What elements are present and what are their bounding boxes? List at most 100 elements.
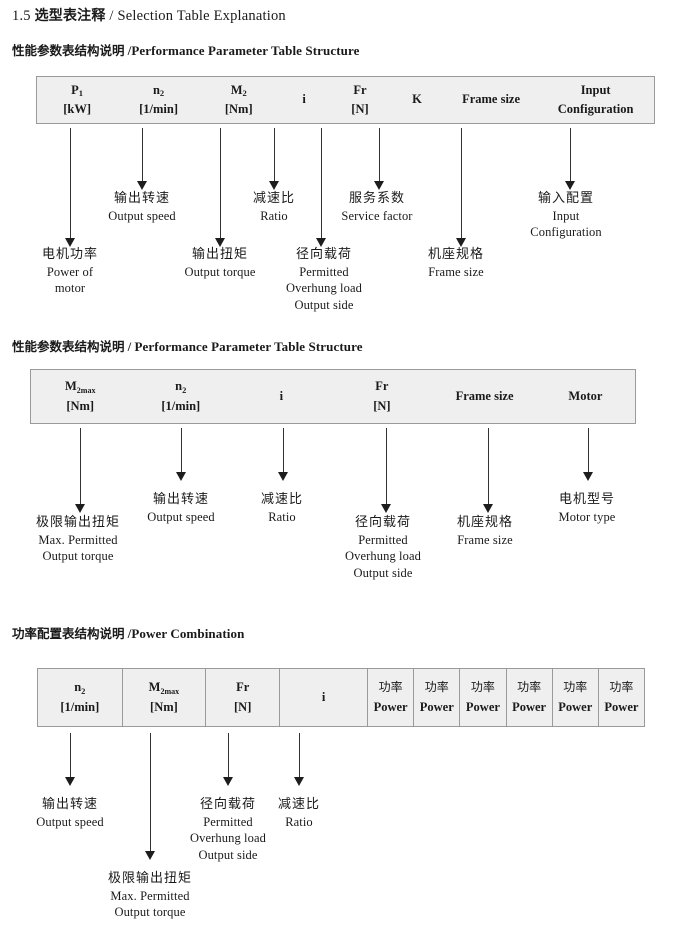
table-column-header: Fr [N] [205,669,279,726]
column-unit: [Nm] [224,102,253,116]
callout-cn: 极限输出扭矩 [107,871,193,886]
column-unit: Configuration [557,102,634,116]
table-column-header: i [278,77,331,123]
callout-en-line: Overhung load [286,281,362,296]
callout-cn: 减速比 [252,191,296,206]
callout-output-speed: 输出转速 Output speed [108,190,176,224]
callout-en-line: Permitted [299,264,349,279]
section-heading-3: 功率配置表结构说明 /Power Combination [12,623,244,642]
table-column-header: K [389,77,445,123]
column-unit: [kW] [63,102,91,116]
column-symbol: i [302,92,306,107]
callout-en-line: Output side [198,848,258,863]
callout-en-line: Service factor [341,208,413,223]
callout-en-line: Configuration [530,225,602,240]
callout-en-line: Output torque [42,549,114,564]
callout-en-line: Frame size [428,264,484,279]
column-unit: [Nm] [66,398,95,413]
table-column-header: 功率 Power [505,669,552,726]
column-symbol: 功率 [470,680,495,695]
callout-max-output-torque-3: 极限输出扭矩 Max. Permitted Output torque [108,870,192,921]
callout-cn: 机座规格 [456,515,514,530]
column-symbol: n2 [175,379,187,395]
section-heading-1: 性能参数表结构说明 /Performance Parameter Table S… [12,40,359,59]
callout-cn: 电机型号 [558,492,615,507]
column-unit: Power [465,699,500,714]
column-symbol: n2 [74,680,86,696]
column-symbol: K [412,92,422,107]
column-symbol: 功率 [378,680,403,695]
table-column-header: 功率 Power [597,669,644,726]
callout-ratio: 减速比 Ratio [253,190,295,224]
callout-en-line: Overhung load [190,831,266,846]
table-column-header: M2max [Nm] [31,370,129,423]
column-unit: Power [373,699,408,714]
table-column-header: n2 [1/min] [117,77,200,123]
callout-ratio-3: 减速比 Ratio [278,796,320,830]
column-symbol: Fr [375,379,389,394]
section-heading-2-cn: 性能参数表结构说明 [12,339,125,354]
callout-en-line: Output speed [147,509,215,524]
callout-cn: 输入配置 [537,191,594,206]
column-unit: [N] [234,699,252,714]
section-heading-2-en: Performance Parameter Table Structure [134,339,363,354]
table-column-header: Fr [N] [331,77,390,123]
column-symbol: Fr [353,82,367,97]
callout-cn: 减速比 [260,492,304,507]
column-symbol: Motor [568,388,603,403]
callout-en-line: motor [54,281,86,296]
table-column-header: Frame size [445,77,538,123]
callout-cn: 电机功率 [41,247,99,262]
column-unit: Power [604,699,639,714]
column-unit: Power [512,699,547,714]
callout-en-line: Permitted [203,814,253,829]
column-unit: [1/min] [161,398,201,413]
page-title-separator: / [109,8,114,24]
column-unit: [Nm] [150,699,178,714]
callout-en-line: Frame size [457,532,513,547]
column-symbol: n2 [152,82,165,99]
callout-max-output-torque: 极限输出扭矩 Max. Permitted Output torque [36,514,120,565]
table-column-header: M2max[Nm] [121,669,206,726]
callout-en-line: Permitted [358,532,408,547]
column-symbol: Frame size [455,388,514,403]
callout-en-line: Max. Permitted [38,532,118,547]
column-symbol: M2max [64,379,96,395]
callout-overhung-load-3: 径向载荷 Permitted Overhung load Output side [190,796,266,864]
column-unit: [1/min] [139,102,178,116]
page-title-cn: 选型表注释 [34,8,106,24]
callout-en-line: Power of [46,264,94,279]
column-symbol: i [279,388,284,403]
callout-cn: 输出转速 [113,191,171,206]
table-column-header: n2 [1/min] [129,370,232,423]
section-heading-1-cn: 性能参数表结构说明 [12,43,125,58]
callout-cn: 输出转速 [41,797,99,812]
callout-power-of-motor: 电机功率 Power of motor [42,246,98,297]
column-symbol: 功率 [517,680,542,695]
section-heading-2-separator: / [127,339,132,354]
column-unit: Power [558,699,593,714]
callout-en-line: Output torque [184,264,256,279]
column-symbol: Input [580,82,611,97]
section-heading-1-separator: / [127,43,132,58]
callout-en-line: Ratio [285,814,313,829]
callout-cn: 径向载荷 [295,247,352,262]
callout-en-line: Output side [353,566,413,581]
callout-ratio-2: 减速比 Ratio [261,491,303,525]
section-heading-1-en: Performance Parameter Table Structure [131,43,360,58]
callout-en-line: Output speed [36,814,104,829]
column-unit: [N] [351,102,369,116]
table-column-header: n2[1/min] [38,669,122,726]
callout-output-speed-2: 输出转速 Output speed [147,491,215,525]
callout-motor-type: 电机型号 Motor type [559,491,616,525]
callout-cn: 机座规格 [427,247,485,262]
callout-en-line: Motor type [558,509,616,524]
column-symbol: 功率 [609,680,634,695]
callout-overhung-load: 径向载荷 Permitted Overhung load Output side [286,246,362,314]
column-symbol: Fr [236,680,250,695]
page-title-number: 1.5 [12,8,31,24]
